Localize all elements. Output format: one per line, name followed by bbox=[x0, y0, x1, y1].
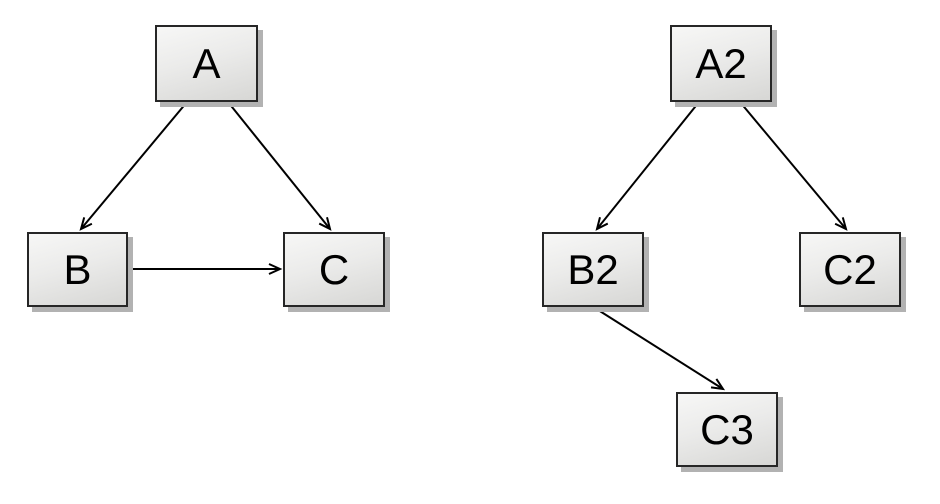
node-C3[interactable]: C3 bbox=[676, 392, 778, 467]
node-label: C2 bbox=[823, 245, 877, 293]
node-C[interactable]: C bbox=[283, 232, 385, 307]
node-label: C3 bbox=[700, 405, 754, 453]
node-label: A bbox=[192, 39, 221, 87]
node-label: B bbox=[63, 245, 92, 293]
node-label: B2 bbox=[567, 245, 619, 293]
node-B2[interactable]: B2 bbox=[542, 232, 644, 307]
node-label: A2 bbox=[695, 39, 747, 87]
node-B[interactable]: B bbox=[27, 232, 128, 307]
node-C2[interactable]: C2 bbox=[799, 232, 901, 307]
node-A2[interactable]: A2 bbox=[670, 25, 772, 102]
node-label: C bbox=[318, 245, 350, 293]
node-A[interactable]: A bbox=[155, 25, 258, 102]
